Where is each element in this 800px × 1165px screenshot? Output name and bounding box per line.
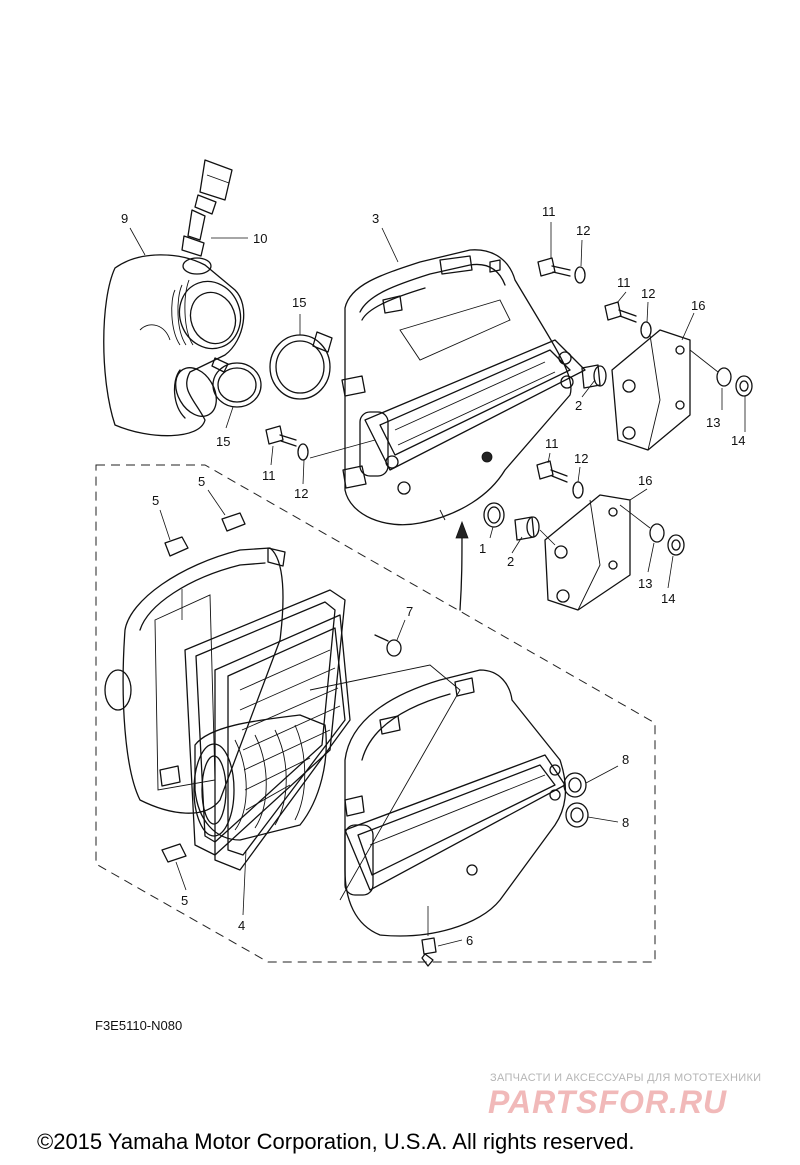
part-label-5: 5 bbox=[181, 893, 188, 908]
upper-fasteners bbox=[265, 257, 753, 611]
part-label-12: 12 bbox=[574, 451, 588, 466]
part-label-8: 8 bbox=[622, 752, 629, 767]
part-label-5: 5 bbox=[152, 493, 159, 508]
part-label-9: 9 bbox=[121, 211, 128, 226]
part-label-1: 1 bbox=[479, 541, 486, 556]
watermark-logo: PARTSFOR.RU bbox=[488, 1084, 728, 1120]
part-label-12: 12 bbox=[294, 486, 308, 501]
part-label-13: 13 bbox=[638, 576, 652, 591]
watermark-tagline: ЗАПЧАСТИ И АКСЕССУАРЫ ДЛЯ МОТОТЕХНИКИ bbox=[490, 1072, 762, 1084]
leader-lines bbox=[129, 222, 746, 947]
part-label-11: 11 bbox=[617, 275, 631, 290]
part-label-16: 16 bbox=[638, 473, 652, 488]
part-label-11: 11 bbox=[545, 436, 559, 451]
part-label-14: 14 bbox=[661, 591, 675, 606]
part-label-11: 11 bbox=[542, 204, 556, 219]
copyright-notice: ©2015 Yamaha Motor Corporation, U.S.A. A… bbox=[37, 1129, 635, 1154]
part-label-2: 2 bbox=[575, 398, 582, 413]
part-label-5: 5 bbox=[198, 474, 205, 489]
part-label-2: 2 bbox=[507, 554, 514, 569]
part-label-14: 14 bbox=[731, 433, 745, 448]
part-label-15: 15 bbox=[292, 295, 306, 310]
direction-arrow bbox=[455, 520, 469, 611]
part-label-11: 11 bbox=[262, 468, 276, 483]
part-label-15: 15 bbox=[216, 434, 230, 449]
exploded-view-boundary bbox=[95, 464, 656, 963]
part-label-13: 13 bbox=[706, 415, 720, 430]
part-label-3: 3 bbox=[372, 211, 379, 226]
part-label-4: 4 bbox=[238, 918, 245, 933]
part-label-10: 10 bbox=[253, 231, 267, 246]
part-label-7: 7 bbox=[406, 604, 413, 619]
intake-duct-assembly bbox=[103, 159, 333, 437]
part-label-6: 6 bbox=[466, 933, 473, 948]
part-label-16: 16 bbox=[691, 298, 705, 313]
exploded-parts bbox=[104, 512, 589, 967]
air-filter-case-assembly bbox=[341, 249, 586, 526]
part-label-12: 12 bbox=[641, 286, 655, 301]
figure-code: F3E5110-N080 bbox=[95, 1018, 183, 1033]
part-label-8: 8 bbox=[622, 815, 629, 830]
part-label-12: 12 bbox=[576, 223, 590, 238]
part-number-labels: 9 10 3 11 12 11 12 16 15 2 13 14 15 11 1… bbox=[121, 204, 745, 948]
